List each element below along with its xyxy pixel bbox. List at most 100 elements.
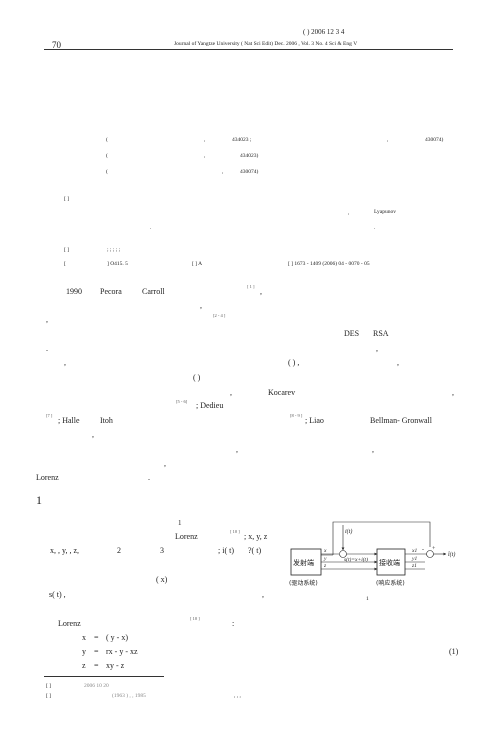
eq-row-3-eq: = bbox=[94, 661, 99, 670]
section-paren-x: ( x) bbox=[156, 575, 168, 584]
eq-row-2-lhs: y bbox=[82, 647, 86, 656]
affil-1-mid: , bbox=[204, 137, 206, 143]
figure-1: 发射端 接收端 (驱动系统) (响应系统) i(t) s(t)=x+i(t) x… bbox=[280, 517, 470, 607]
body-comma-8b: , bbox=[452, 388, 454, 397]
ref-8-9: [8 - 9 ] bbox=[290, 413, 303, 418]
eq-row-1-lhs: x bbox=[82, 633, 86, 642]
section-two: 2 bbox=[117, 546, 121, 555]
x-label: x bbox=[323, 548, 327, 554]
ref-5-6: [5 - 6] bbox=[176, 399, 188, 404]
equation-number: (1) bbox=[449, 647, 459, 656]
abstract-dot-2: . bbox=[374, 225, 376, 231]
clc-number: ] O415. 5 bbox=[107, 261, 128, 267]
body-comma-11: , bbox=[92, 430, 94, 439]
body-itoh: Itoh bbox=[100, 416, 113, 425]
footnote-1-date: 2006 10 20 bbox=[84, 683, 109, 689]
section-st: s( t) , bbox=[49, 590, 66, 599]
body-comma-12b: , bbox=[372, 445, 374, 454]
affil-2-mid: , bbox=[204, 153, 206, 159]
header-line1: ( ) 2006 12 3 4 bbox=[303, 28, 345, 36]
sender-label: 发射端 bbox=[293, 558, 314, 567]
abstract-comma: , bbox=[348, 210, 350, 216]
receiver-caption: (响应系统) bbox=[376, 579, 405, 587]
footnote-1-label: [ ] bbox=[46, 683, 52, 689]
section-number: 1 bbox=[36, 493, 42, 507]
journal-info: Journal of Yangtze University ( Nat Sci … bbox=[174, 41, 358, 47]
section-lorenz-2: Lorenz bbox=[58, 619, 81, 628]
minus-sign: - bbox=[422, 547, 424, 553]
section-it: ; i( t) bbox=[218, 546, 234, 555]
z-label: z bbox=[323, 563, 327, 569]
section-three: 3 bbox=[160, 546, 164, 555]
eq-row-1-rhs: ( y - x) bbox=[106, 633, 128, 642]
receiver-label: 接收端 bbox=[379, 558, 400, 567]
body-dot-5: . bbox=[46, 344, 48, 353]
footnote-2-label: [ ] bbox=[46, 693, 52, 699]
ref-1: [ 1 ] bbox=[247, 284, 255, 289]
body-rsa: RSA bbox=[373, 329, 389, 338]
y-label: y bbox=[323, 556, 327, 562]
affil-1-comma: , bbox=[387, 137, 389, 143]
x1-label: x1 bbox=[411, 548, 417, 554]
body-comma-1: , bbox=[260, 287, 262, 296]
body-bellman: Bellman- Gronwall bbox=[370, 416, 432, 425]
footnote-rule bbox=[44, 676, 164, 677]
body-carroll: Carroll bbox=[142, 287, 165, 296]
body-dot-14: . bbox=[148, 473, 150, 482]
eq-row-1-eq: = bbox=[94, 633, 99, 642]
affil-2-code: 434023) bbox=[240, 153, 259, 159]
keywords-separators: ; ; ; ; ; bbox=[107, 247, 121, 253]
body-halle: ; Halle bbox=[58, 416, 80, 425]
affil-1-paren: ( bbox=[106, 137, 108, 143]
affil-1-code: 434023 ; bbox=[232, 137, 252, 143]
plus-sign: + bbox=[432, 546, 436, 552]
header-rule bbox=[44, 49, 453, 50]
body-comma-12: , bbox=[236, 445, 238, 454]
abstract-lyapunov: Lyapunov bbox=[374, 209, 396, 215]
body-pecora: Pecora bbox=[100, 287, 122, 296]
issn-line: [ ] 1673 - 1409 (2006) 04 - 0070 - 05 bbox=[288, 261, 370, 267]
doc-code: [ ] A bbox=[192, 261, 203, 267]
y1-label: y1 bbox=[411, 556, 417, 562]
section-it2: ?( t) bbox=[248, 546, 262, 555]
page-number: 70 bbox=[52, 40, 61, 50]
z1-label: z1 bbox=[411, 563, 417, 569]
body-comma-6b: , bbox=[397, 358, 399, 367]
abstract-dot-1: . bbox=[150, 225, 152, 231]
body-liao: ; Liao bbox=[305, 416, 324, 425]
footnote-2-commas: , , , bbox=[234, 693, 241, 699]
body-year: 1990 bbox=[66, 287, 82, 296]
eq-row-2-eq: = bbox=[94, 647, 99, 656]
body-lorenz: Lorenz bbox=[36, 473, 59, 482]
keywords-label: [ ] bbox=[64, 247, 70, 253]
it-label: i(t) bbox=[345, 528, 352, 535]
feedback-line bbox=[321, 521, 431, 556]
output-label: î(t) bbox=[448, 551, 455, 558]
eq-row-2-rhs: rx - y - xz bbox=[106, 647, 138, 656]
body-comma-13: , bbox=[164, 459, 166, 468]
section-fig-ref: 1 bbox=[178, 519, 182, 527]
body-comma-8: , bbox=[230, 388, 232, 397]
section-st-comma: , bbox=[262, 590, 264, 599]
body-dedieu: ; Dedieu bbox=[196, 401, 224, 410]
body-paren-7: ( ) bbox=[193, 373, 201, 382]
body-comma-2: , bbox=[200, 301, 202, 310]
affil-3-code: 430074) bbox=[240, 169, 259, 175]
figure-1-svg: 发射端 接收端 (驱动系统) (响应系统) i(t) s(t)=x+i(t) x… bbox=[289, 521, 455, 587]
affil-1-code2: 430074) bbox=[425, 137, 444, 143]
ref-2-4: [2 - 4 ] bbox=[213, 313, 226, 318]
st-label: s(t)=x+i(t) bbox=[344, 556, 368, 563]
body-comma-6: , bbox=[64, 358, 66, 367]
eq-row-3-rhs: xy - z bbox=[106, 661, 125, 670]
ref-10: [ 10 ] bbox=[230, 529, 240, 534]
section-lorenz: Lorenz bbox=[175, 532, 198, 541]
section-colon: : bbox=[232, 619, 235, 628]
affil-3-paren: ( bbox=[106, 169, 108, 175]
section-vars: x, , y, , z, bbox=[50, 546, 80, 555]
figure-number: 1 bbox=[366, 596, 369, 602]
classification-label: [ bbox=[64, 261, 66, 267]
eq-row-3-lhs: z bbox=[82, 661, 86, 670]
body-paren-6: ( ) , bbox=[288, 358, 300, 367]
abstract-label: [ ] bbox=[64, 196, 70, 202]
section-xyz: ; x, y, z bbox=[244, 532, 268, 541]
